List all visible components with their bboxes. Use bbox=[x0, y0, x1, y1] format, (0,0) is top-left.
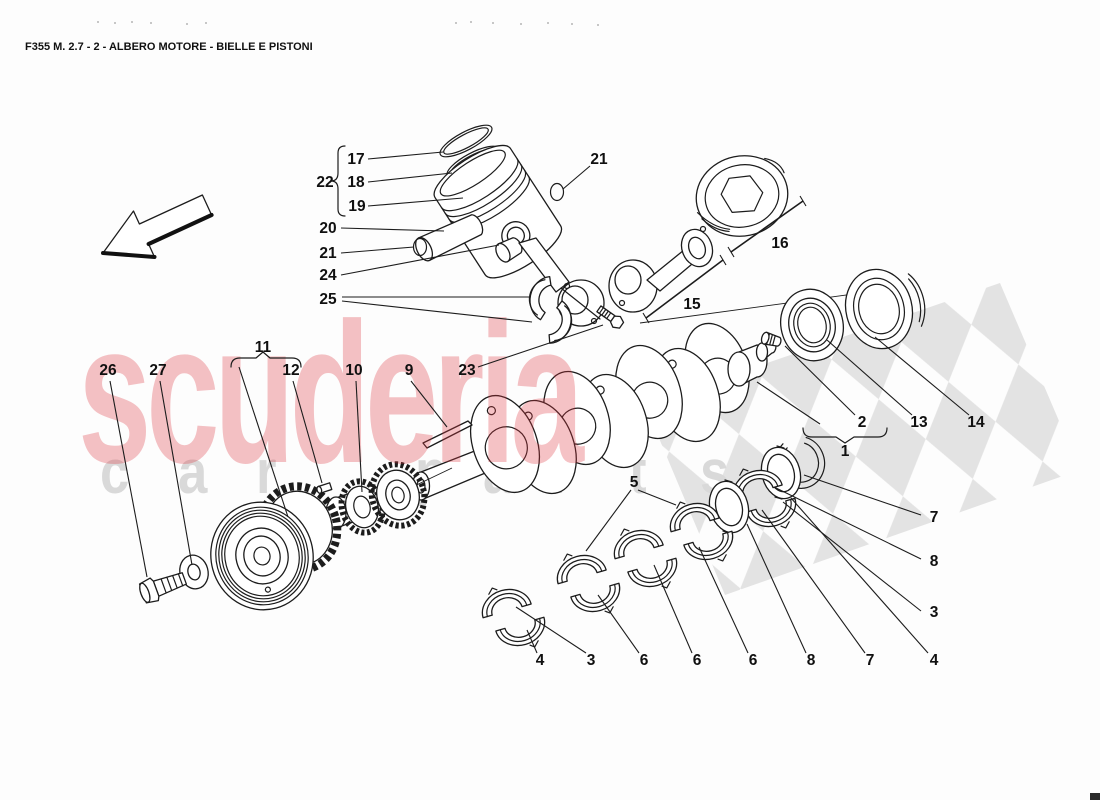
callout-4: 4 bbox=[536, 652, 545, 669]
callout-22: 22 bbox=[316, 174, 333, 191]
group-brackets bbox=[230, 145, 888, 444]
callout-13: 13 bbox=[910, 414, 928, 431]
small-end-bushing bbox=[495, 237, 523, 263]
connecting-rod-right bbox=[608, 225, 714, 313]
callout-2: 2 bbox=[858, 414, 867, 431]
oil-seal-inner bbox=[780, 288, 844, 362]
circlip-right bbox=[549, 182, 565, 202]
crankshaft-pulley bbox=[210, 501, 314, 611]
callout-8b: 8 bbox=[930, 553, 939, 570]
pulley-bolt bbox=[138, 572, 188, 604]
callout-4b: 4 bbox=[930, 652, 939, 669]
callout-3b: 3 bbox=[930, 604, 939, 621]
callout-27: 27 bbox=[149, 362, 166, 379]
callout-15: 15 bbox=[683, 296, 701, 313]
bracket-11 bbox=[230, 351, 302, 368]
callout-6b: 6 bbox=[693, 652, 702, 669]
callout-7: 7 bbox=[866, 652, 875, 669]
main-bearing-shell-pair bbox=[476, 579, 551, 656]
callout-20: 20 bbox=[319, 220, 336, 237]
woodruff-key bbox=[422, 420, 473, 449]
callout-10: 10 bbox=[345, 362, 362, 379]
callout-14: 14 bbox=[967, 414, 985, 431]
callout-8: 8 bbox=[807, 652, 816, 669]
callout-9: 9 bbox=[405, 362, 414, 379]
callout-12: 12 bbox=[282, 362, 299, 379]
callout-11: 11 bbox=[255, 339, 272, 356]
callout-3: 3 bbox=[587, 652, 596, 669]
callout-6c: 6 bbox=[749, 652, 758, 669]
callout-18: 18 bbox=[347, 174, 365, 191]
bracket-15 bbox=[642, 254, 727, 324]
brand-watermark: scuderia bbox=[78, 281, 585, 504]
page-title: F355 M. 2.7 - 2 - ALBERO MOTORE - BIELLE… bbox=[25, 41, 313, 53]
callout-1: 1 bbox=[841, 443, 850, 460]
pilot-bolt bbox=[760, 331, 782, 347]
rod-bolt bbox=[596, 305, 625, 329]
callout-19: 19 bbox=[348, 198, 366, 215]
watermark-letter: c bbox=[100, 438, 129, 507]
callout-5: 5 bbox=[630, 474, 639, 491]
callout-6a: 6 bbox=[640, 652, 649, 669]
direction-arrow-icon bbox=[101, 194, 214, 259]
piston-right bbox=[695, 155, 789, 237]
callout-16: 16 bbox=[771, 235, 789, 252]
leader-lines bbox=[109, 151, 970, 654]
bracket-1 bbox=[802, 427, 888, 444]
watermark-letter: a bbox=[178, 438, 208, 507]
callout-21: 21 bbox=[319, 245, 337, 262]
washer bbox=[179, 554, 209, 590]
watermark-letter: r bbox=[256, 438, 277, 507]
callout-25: 25 bbox=[319, 291, 337, 308]
callout-24: 24 bbox=[319, 267, 337, 284]
oil-seal-outer bbox=[844, 268, 926, 350]
callout-7b: 7 bbox=[930, 509, 939, 526]
callout-23: 23 bbox=[458, 362, 476, 379]
bracket-16 bbox=[727, 195, 807, 258]
callout-21b: 21 bbox=[590, 151, 608, 168]
callout-17: 17 bbox=[347, 151, 364, 168]
callout-labels: 17 22 18 19 20 21 24 25 21 16 15 2 13 14… bbox=[99, 151, 985, 669]
brace-22 bbox=[330, 145, 346, 217]
dowel-pin bbox=[316, 482, 333, 494]
scan-noise-dots bbox=[97, 21, 1100, 800]
callout-26: 26 bbox=[99, 362, 117, 379]
